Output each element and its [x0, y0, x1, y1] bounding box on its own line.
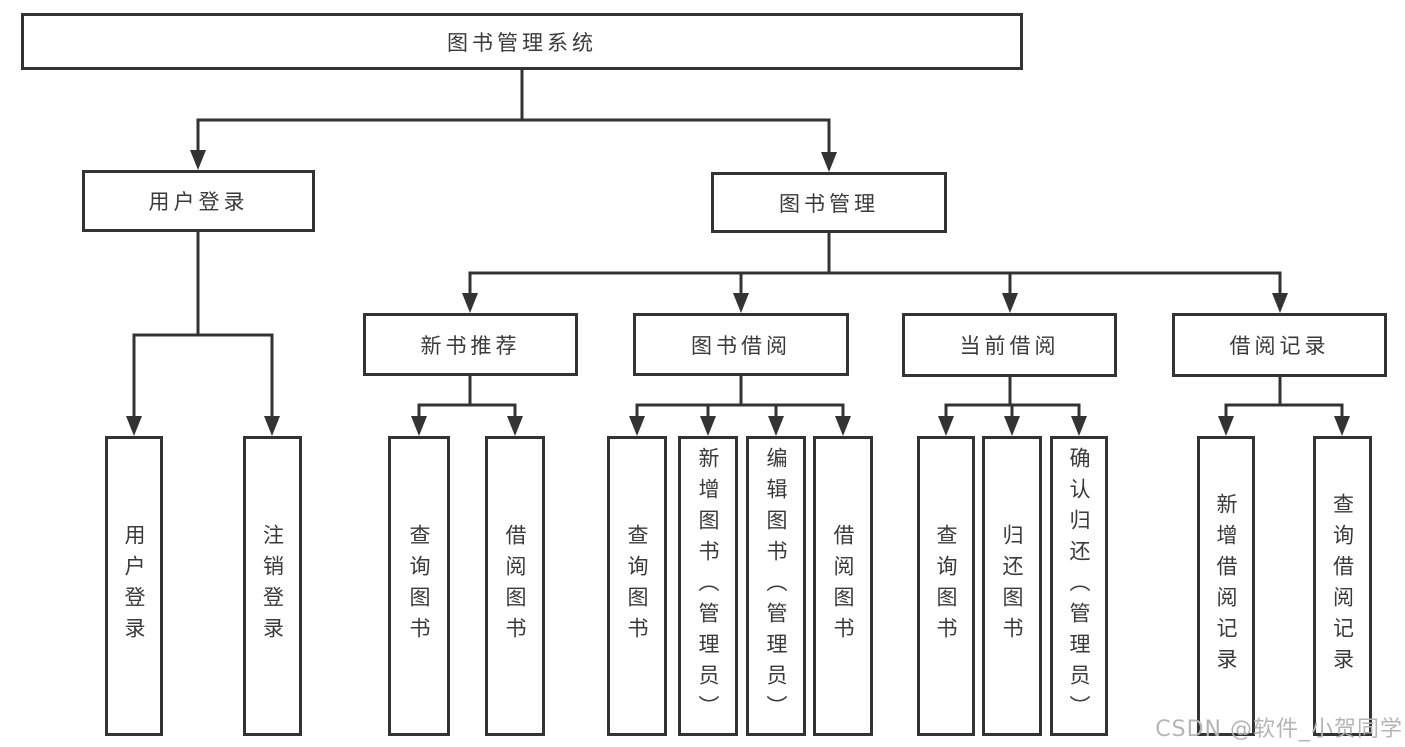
- leaf-current-query-books: 查询图书: [917, 436, 975, 736]
- arrowhead: [835, 416, 851, 436]
- arrowhead: [1334, 416, 1350, 436]
- node-library-management-system: 图书管理系统: [21, 13, 1023, 70]
- csdn-watermark: CSDN @软件_小贺同学: [1155, 717, 1403, 742]
- arrowhead: [1272, 293, 1288, 313]
- arrowhead: [768, 416, 784, 436]
- node-user-login: 用户登录: [82, 170, 315, 232]
- connector-new-book-recommendation-children: [411, 376, 523, 436]
- leaf-confirm-return-admin: 确认归还（管理员）: [1050, 436, 1108, 736]
- leaf-edit-books-admin: 编辑图书（管理员）: [746, 436, 806, 736]
- node-new-book-recommendation: 新书推荐: [363, 313, 578, 376]
- node-book-borrowing: 图书借阅: [633, 313, 849, 376]
- arrowhead: [938, 416, 954, 436]
- leaf-user-login: 用户登录: [105, 436, 163, 736]
- connector-user-login-children: [126, 232, 280, 436]
- arrowhead: [507, 416, 523, 436]
- arrowhead: [1004, 416, 1020, 436]
- connector-line: [196, 70, 831, 154]
- leaf-recommend-borrow-books: 借阅图书: [485, 436, 545, 736]
- leaf-add-books-admin: 新增图书（管理员）: [678, 436, 738, 736]
- arrowhead: [629, 416, 645, 436]
- leaf-logout: 注销登录: [243, 436, 302, 736]
- connector-current-borrowing-children: [938, 377, 1087, 436]
- leaf-query-borrowing-record: 查询借阅记录: [1313, 436, 1372, 736]
- connector-line: [417, 376, 517, 418]
- connector-line: [635, 376, 845, 418]
- leaf-borrowing-borrow-books: 借阅图书: [813, 436, 873, 736]
- connector-root-to-level2: [190, 70, 837, 172]
- leaf-borrowing-query-books: 查询图书: [607, 436, 667, 736]
- node-current-borrowing: 当前借阅: [902, 313, 1117, 377]
- arrowhead: [700, 416, 716, 436]
- leaf-return-books: 归还图书: [982, 436, 1042, 736]
- arrowhead: [264, 416, 280, 436]
- node-borrowing-records: 借阅记录: [1172, 313, 1387, 377]
- connector-line: [132, 232, 274, 418]
- connector-line: [1224, 377, 1344, 418]
- arrowhead: [411, 416, 427, 436]
- connector-borrowing-records-children: [1218, 377, 1350, 436]
- arrowhead: [190, 150, 206, 170]
- node-book-management: 图书管理: [711, 172, 947, 233]
- connector-book-borrowing-children: [629, 376, 851, 436]
- arrowhead: [126, 416, 142, 436]
- arrowhead: [821, 152, 837, 172]
- connector-book-management-children: [462, 233, 1288, 313]
- arrowhead: [462, 293, 478, 313]
- arrowhead: [1002, 293, 1018, 313]
- connector-line: [944, 377, 1081, 418]
- arrowhead: [733, 293, 749, 313]
- connector-line: [468, 233, 1282, 295]
- arrowhead: [1071, 416, 1087, 436]
- leaf-add-borrowing-record: 新增借阅记录: [1197, 436, 1255, 736]
- arrowhead: [1218, 416, 1234, 436]
- leaf-recommend-query-books: 查询图书: [388, 436, 450, 736]
